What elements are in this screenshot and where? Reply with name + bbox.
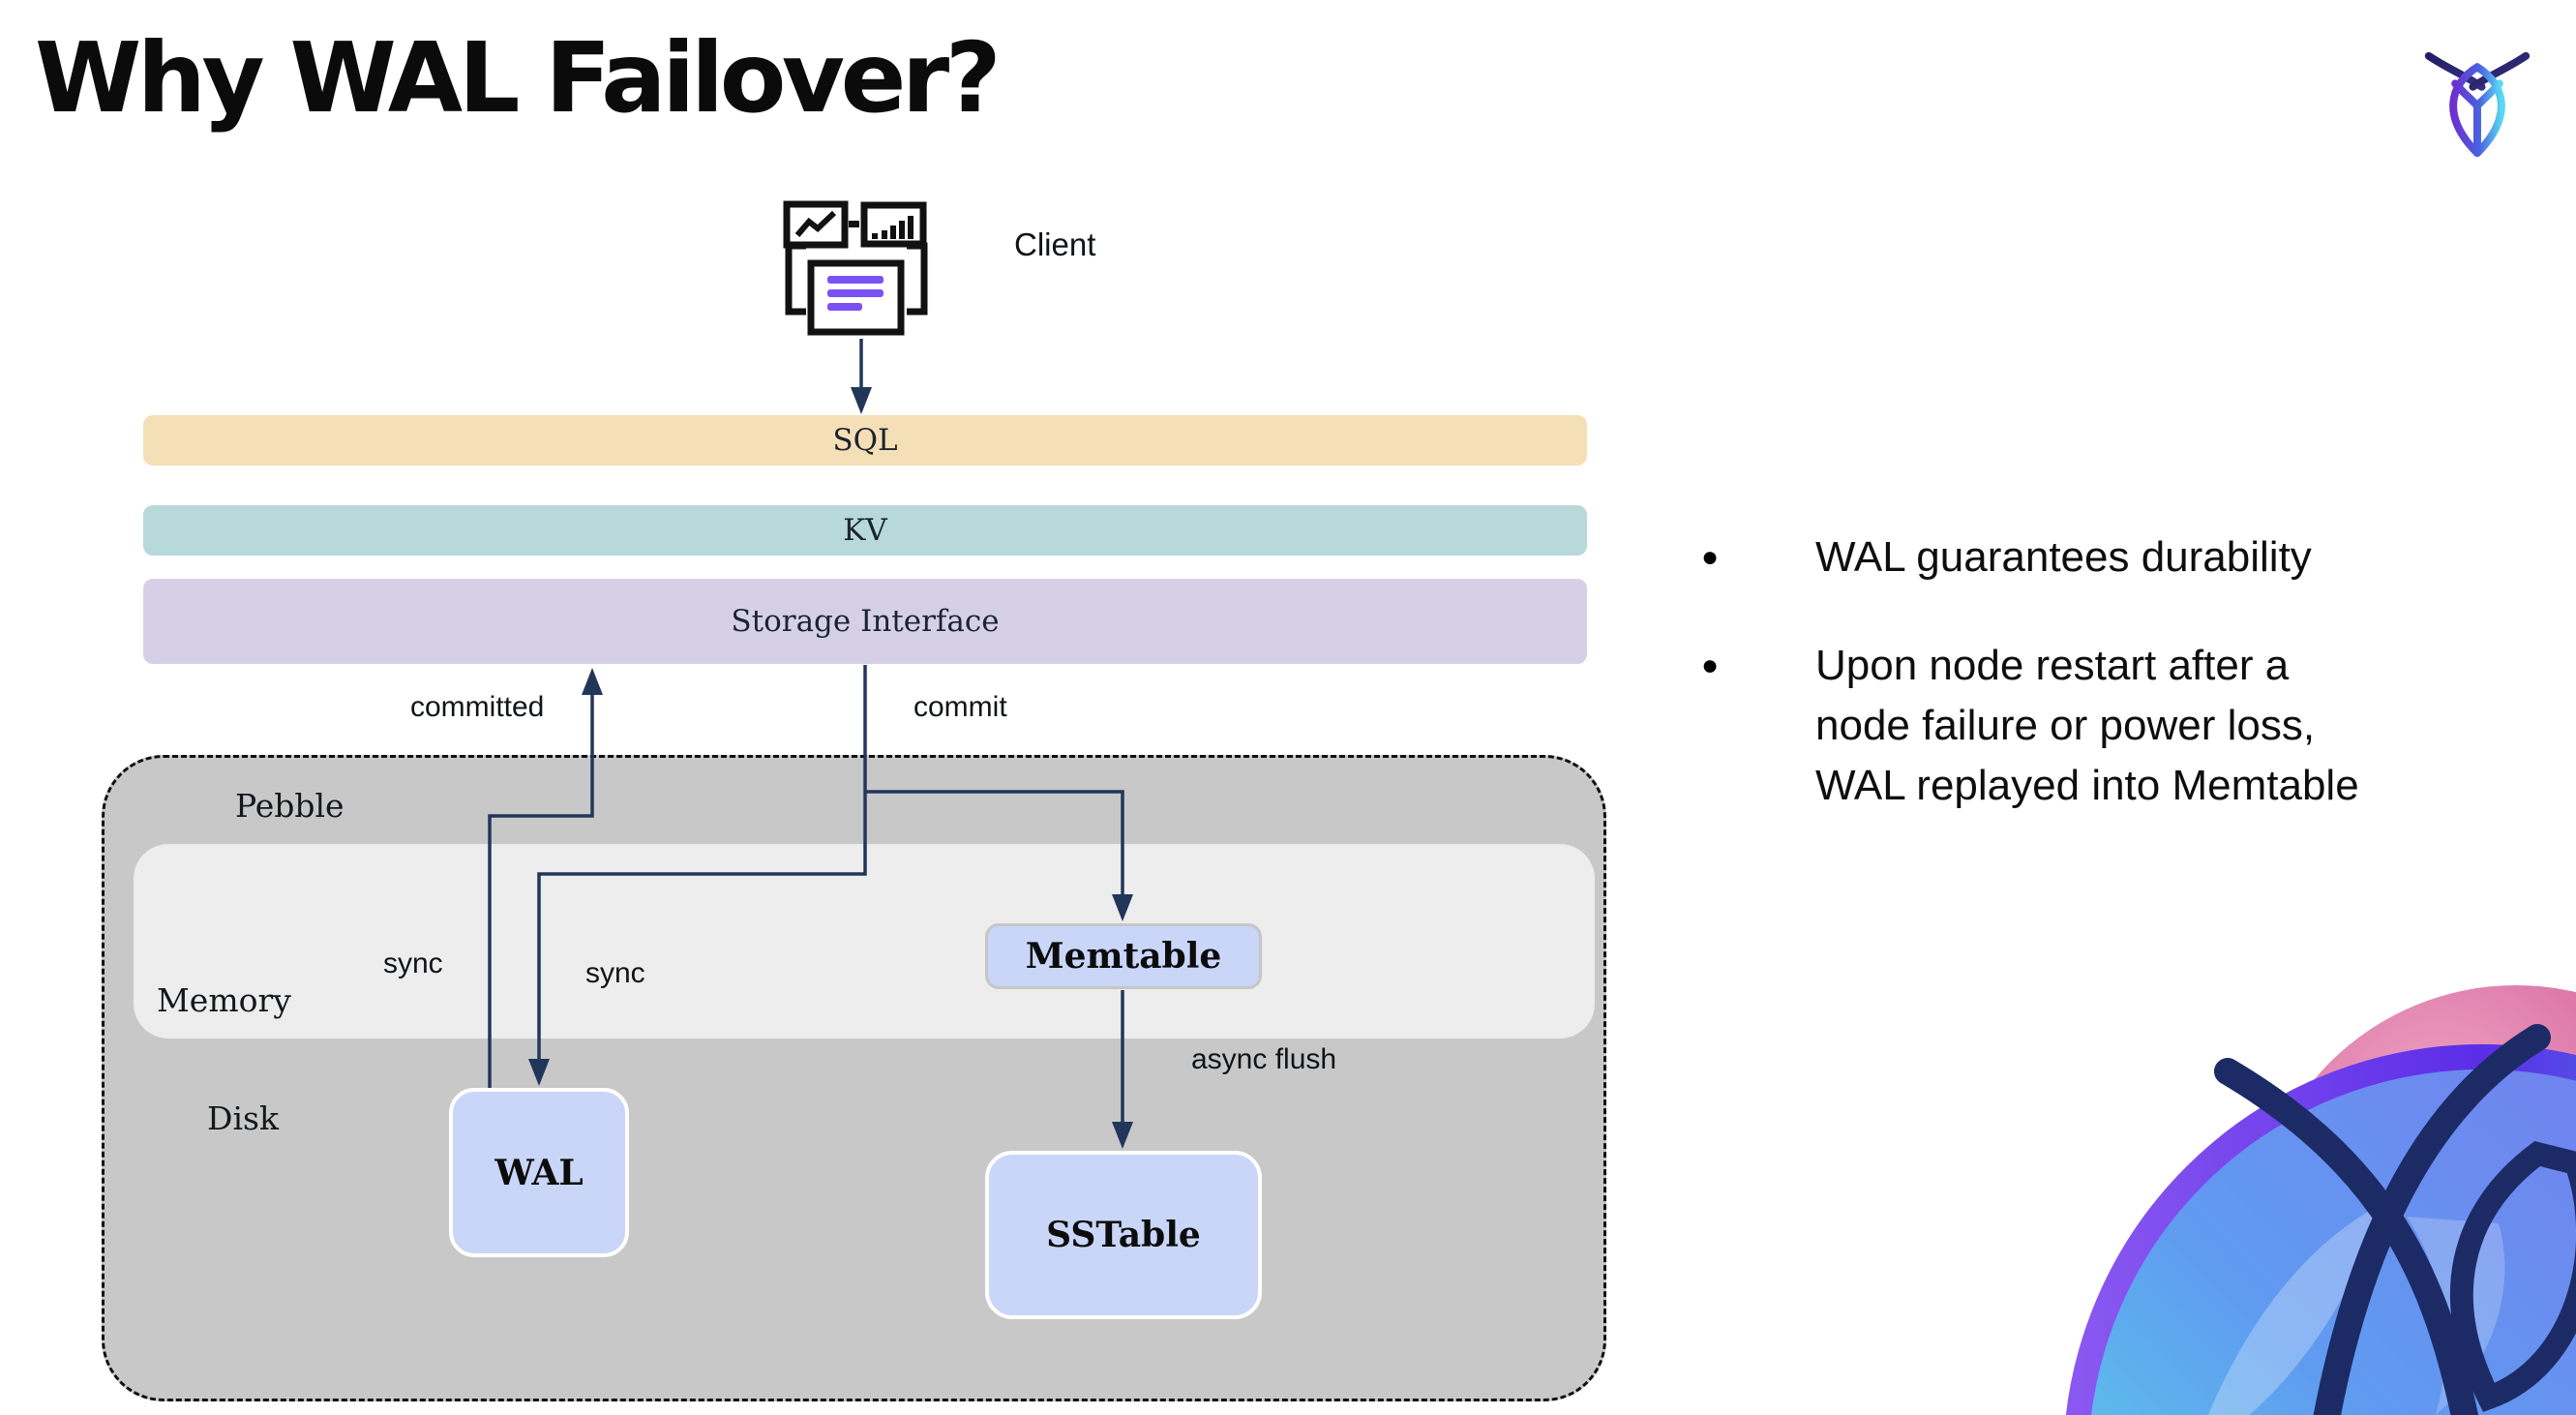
bullet-item: ● WAL guarantees durability xyxy=(1701,527,2553,587)
sstable-node: SSTable xyxy=(985,1151,1262,1319)
client-label: Client xyxy=(1014,226,1096,262)
roach-silhouette-lines xyxy=(2214,1024,2576,1415)
line-chart-icon xyxy=(783,200,849,249)
sync-right-edge-label: sync xyxy=(585,957,645,989)
antenna-right xyxy=(2469,51,2531,91)
pebble-label: Pebble xyxy=(235,787,344,825)
document-icon xyxy=(807,259,905,336)
memtable-node: Memtable xyxy=(985,923,1262,989)
bracket-right xyxy=(907,242,928,316)
async-flush-edge-label: async flush xyxy=(1191,1043,1337,1075)
layer-kv: KV xyxy=(143,505,1587,556)
document-text-lines xyxy=(827,276,884,311)
layer-kv-label: KV xyxy=(843,513,887,548)
bullet-text: WAL guarantees durability xyxy=(1815,533,2312,581)
bullet-text-line: WAL replayed into Memtable xyxy=(1815,762,2359,809)
commit-edge-label: commit xyxy=(914,691,1007,723)
roach-wings xyxy=(2451,79,2503,151)
page-title: Why WAL Failover? xyxy=(35,21,1002,135)
cockroachdb-logo xyxy=(2424,51,2531,158)
memory-label: Memory xyxy=(157,981,291,1019)
bullet-text-line: node failure or power loss, xyxy=(1815,702,2316,749)
disk-label: Disk xyxy=(207,1099,279,1137)
bullet-dot: ● xyxy=(1701,541,1720,573)
wal-node: WAL xyxy=(449,1088,629,1257)
bullet-list: ● WAL guarantees durability ● Upon node … xyxy=(1701,527,2553,864)
bracket-left xyxy=(785,242,806,316)
purple-ring xyxy=(2065,1044,2576,1415)
bullet-text-line: Upon node restart after a xyxy=(1815,642,2290,689)
layer-sql: SQL xyxy=(143,415,1587,466)
bullet-dot: ● xyxy=(1701,649,1720,681)
wal-label: WAL xyxy=(494,1152,584,1193)
layer-storage-label: Storage Interface xyxy=(731,604,1000,639)
sstable-label: SSTable xyxy=(1046,1215,1201,1255)
sync-left-edge-label: sync xyxy=(383,948,443,979)
bar-chart-icon xyxy=(860,201,927,248)
memory-zone xyxy=(134,844,1595,1039)
bullet-item: ● Upon node restart after a node failure… xyxy=(1701,636,2553,816)
client-terminal-icon xyxy=(783,200,928,336)
layer-storage-interface: Storage Interface xyxy=(143,579,1587,664)
committed-edge-label: committed xyxy=(410,691,545,723)
cockroachdb-brand-art xyxy=(2034,979,2576,1415)
layer-sql-label: SQL xyxy=(832,423,898,458)
memtable-label: Memtable xyxy=(1025,936,1222,977)
